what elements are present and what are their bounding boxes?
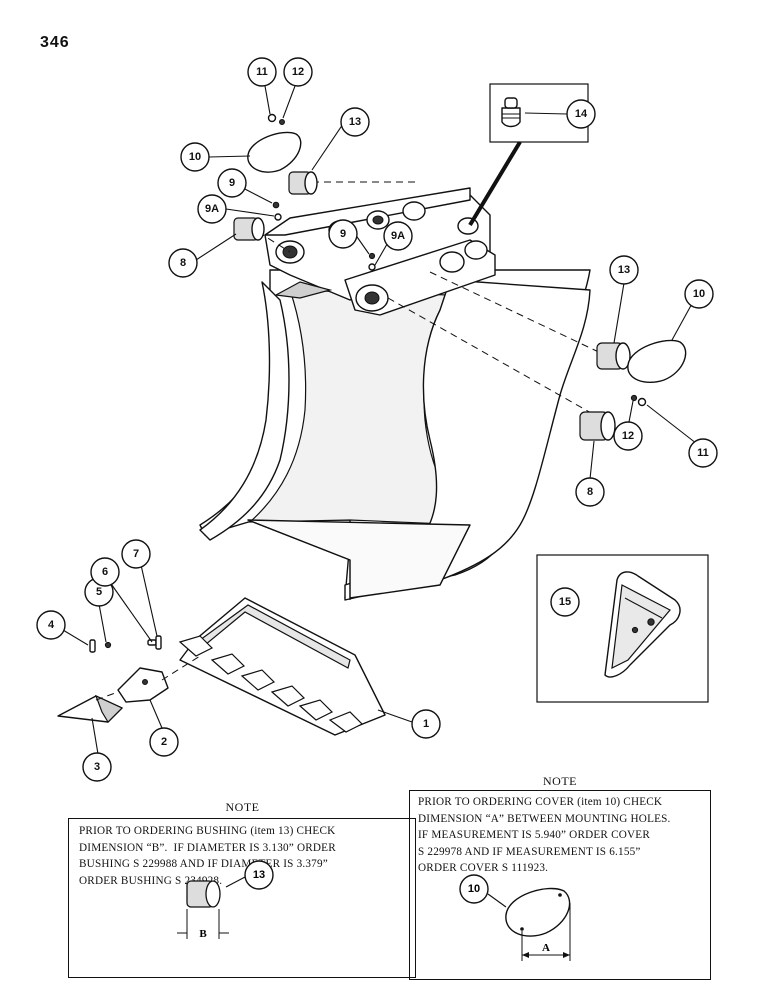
- parts-right: [579, 339, 687, 441]
- screw-right: [637, 397, 647, 407]
- retainer-5: [104, 641, 112, 649]
- callout-11-right: 11: [688, 438, 718, 468]
- svg-text:10: 10: [693, 288, 705, 300]
- teeth-assembly: [57, 597, 386, 736]
- washer-upper: [279, 119, 285, 125]
- svg-text:6: 6: [102, 566, 108, 578]
- svg-text:9A: 9A: [391, 230, 405, 242]
- svg-text:5: 5: [96, 586, 102, 598]
- grease-fitting-14: [501, 97, 521, 128]
- bushing-upper: [288, 171, 318, 195]
- svg-text:9: 9: [229, 177, 235, 189]
- callout-10-note: 10: [459, 874, 489, 904]
- callout-13-right: 13: [609, 255, 639, 285]
- fitting-9-upper: [272, 201, 280, 209]
- note-right-box: PRIOR TO ORDERING COVER (item 10) CHECK …: [409, 790, 711, 980]
- callout-12-right: 12: [613, 421, 643, 451]
- pin-4: [89, 639, 96, 653]
- pin-7: [155, 635, 162, 650]
- inset-15: [536, 554, 709, 703]
- dim-b-label: B: [199, 928, 207, 940]
- note-right-text: PRIOR TO ORDERING COVER (item 10) CHECK …: [418, 796, 671, 874]
- cover-right: [627, 339, 687, 383]
- page-number: 346: [40, 34, 70, 51]
- svg-text:10: 10: [468, 883, 480, 895]
- svg-text:10: 10: [189, 151, 201, 163]
- screw-upper: [267, 113, 277, 123]
- svg-text:14: 14: [575, 108, 588, 120]
- bucket-body: [199, 187, 591, 601]
- callout-3: 3: [82, 752, 112, 782]
- cover-10-note: [505, 887, 571, 937]
- svg-text:2: 2: [161, 736, 167, 748]
- bushing-8-right: [579, 411, 616, 441]
- svg-text:8: 8: [180, 257, 186, 269]
- svg-text:7: 7: [133, 548, 139, 560]
- svg-text:8: 8: [587, 486, 593, 498]
- callout-9-upper: 9: [217, 168, 247, 198]
- callout-14: 14: [566, 99, 596, 129]
- fitting-9A-upper: [274, 213, 282, 221]
- callout-8-right: 8: [575, 477, 605, 507]
- fitting-9A-lower: [368, 263, 376, 271]
- callout-2: 2: [149, 727, 179, 757]
- bushing-13-note: [186, 880, 221, 908]
- bushing-13-right: [596, 342, 631, 370]
- callout-10-upper: 10: [180, 142, 210, 172]
- svg-text:13: 13: [349, 116, 361, 128]
- callout-8-upper: 8: [168, 248, 198, 278]
- svg-text:4: 4: [48, 619, 55, 631]
- callout-4: 4: [36, 610, 66, 640]
- note-right-figure: 10 A: [459, 874, 571, 961]
- tooth-adapter: [117, 667, 169, 703]
- alignment-lines: [257, 140, 606, 419]
- svg-text:15: 15: [559, 596, 571, 608]
- callout-9A-upper: 9A: [197, 194, 227, 224]
- callout-9A-lower: 9A: [383, 221, 413, 251]
- adapter-plate: [179, 597, 386, 736]
- note-left-box: PRIOR TO ORDERING BUSHING (item 13) CHEC…: [68, 818, 416, 978]
- svg-text:3: 3: [94, 761, 100, 773]
- callout-leaders: [62, 85, 702, 755]
- cover-upper: [247, 131, 302, 173]
- svg-text:11: 11: [697, 447, 709, 459]
- fitting-leader: [468, 140, 522, 227]
- callout-9-lower: 9: [328, 219, 358, 249]
- svg-text:1: 1: [423, 718, 429, 730]
- callout-12-upper: 12: [283, 57, 313, 87]
- dim-a-label: A: [542, 942, 550, 954]
- callout-13-upper: 13: [340, 107, 370, 137]
- callout-7: 7: [121, 539, 151, 569]
- pin-6: [147, 639, 157, 646]
- callout-6: 6: [90, 557, 120, 587]
- svg-text:9A: 9A: [205, 203, 219, 215]
- callout-11-upper: 11: [247, 57, 277, 87]
- svg-text:13: 13: [253, 869, 265, 881]
- note-left-text: PRIOR TO ORDERING BUSHING (item 13) CHEC…: [79, 825, 336, 887]
- callout-10-right: 10: [684, 279, 714, 309]
- washer-right: [630, 394, 638, 402]
- callout-13-note: 13: [244, 860, 274, 890]
- callout-1: 1: [411, 709, 441, 739]
- svg-text:12: 12: [292, 66, 304, 78]
- note-right-title: NOTE: [543, 774, 577, 788]
- bushing-8-upper: [233, 217, 265, 241]
- callout-15: 15: [550, 587, 580, 617]
- note-left-figure: 13 B: [177, 860, 274, 940]
- note-left-title: NOTE: [225, 800, 260, 814]
- svg-text:9: 9: [340, 228, 346, 240]
- svg-text:12: 12: [622, 430, 634, 442]
- svg-text:13: 13: [618, 264, 630, 276]
- svg-text:11: 11: [256, 66, 268, 78]
- fitting-9-lower: [368, 252, 376, 260]
